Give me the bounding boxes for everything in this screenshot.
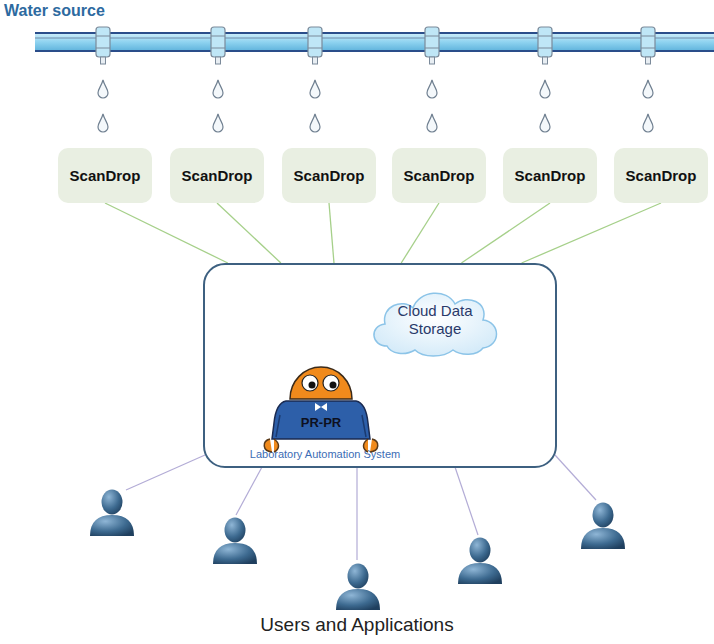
scandrop-box: ScanDrop: [614, 148, 708, 203]
scandrop-box: ScanDrop: [503, 148, 597, 203]
shirt-label: PR-PR: [301, 415, 341, 430]
scandrop-box: ScanDrop: [392, 148, 486, 203]
link-line: [217, 203, 281, 263]
source-label: Water source: [4, 2, 105, 20]
link-line: [105, 203, 228, 263]
link-line: [401, 203, 439, 263]
box-label: ScanDrop: [70, 167, 141, 184]
box-label: ScanDrop: [404, 167, 475, 184]
robot-drawing: [260, 353, 382, 453]
link-line: [329, 203, 334, 263]
box-label: ScanDrop: [626, 167, 697, 184]
link-line: [461, 203, 550, 263]
box-label: ScanDrop: [515, 167, 586, 184]
cloud-label: Cloud Data Storage: [385, 302, 485, 338]
scandrop-box: ScanDrop: [170, 148, 264, 203]
system-box: Laboratory Automation System Cloud Data S…: [203, 263, 557, 468]
users-caption: Users and Applications: [260, 614, 453, 636]
robot-figure: PR-PR: [260, 353, 382, 453]
system-caption: Laboratory Automation System: [250, 448, 400, 460]
scandrop-box: ScanDrop: [282, 148, 376, 203]
box-label: ScanDrop: [294, 167, 365, 184]
cloud-shape: Cloud Data Storage: [365, 280, 505, 360]
scandrop-box: ScanDrop: [58, 148, 152, 203]
box-label: ScanDrop: [182, 167, 253, 184]
link-line: [522, 203, 661, 263]
